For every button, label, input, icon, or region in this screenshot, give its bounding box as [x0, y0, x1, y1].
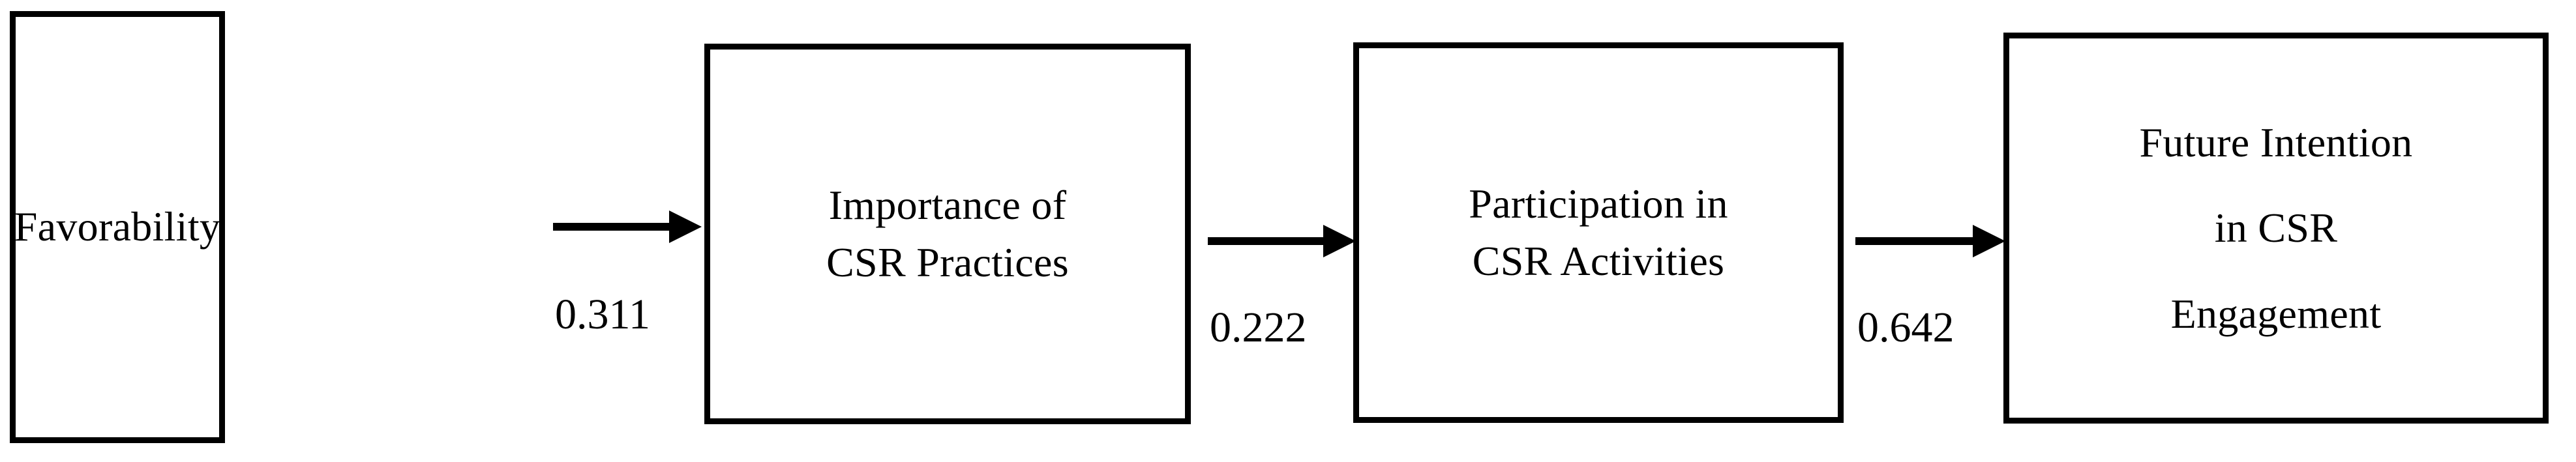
node-future-intention-line-3: Engagement [2170, 290, 2382, 337]
node-future-intention-in-csr-engagement[interactable]: Future Intention in CSR Engagement [2003, 33, 2549, 424]
edge-coefficient-importance-to-participation: 0.222 [1210, 304, 1307, 351]
arrow-shaft [1855, 237, 1974, 245]
node-participation-line-1: Participation in [1469, 180, 1728, 227]
node-favorability[interactable]: Favorability [10, 11, 225, 443]
arrow-shaft [553, 223, 670, 231]
node-favorability-line-1: Favorability [14, 203, 221, 250]
arrow-participation-to-future-intention [1855, 225, 2005, 257]
edge-coefficient-participation-to-future-intention: 0.642 [1857, 304, 1954, 351]
arrow-importance-to-participation [1208, 225, 1356, 257]
edge-coefficient-favorability-to-importance: 0.311 [555, 291, 651, 338]
node-importance-of-csr-practices[interactable]: Importance of CSR Practices [704, 44, 1191, 424]
node-importance-line-2: CSR Practices [826, 239, 1069, 285]
node-participation-in-csr-activities[interactable]: Participation in CSR Activities [1353, 42, 1844, 423]
node-importance-line-1: Importance of [828, 181, 1067, 228]
node-participation-line-2: CSR Activities [1472, 238, 1725, 284]
node-future-intention-line-1: Future Intention [2139, 119, 2413, 166]
arrowhead-icon [669, 210, 702, 243]
arrow-shaft [1208, 237, 1325, 245]
node-future-intention-line-2: in CSR [2214, 205, 2338, 252]
arrow-favorability-to-importance [553, 210, 702, 243]
arrowhead-icon [1323, 225, 1356, 257]
arrowhead-icon [1973, 225, 2005, 257]
